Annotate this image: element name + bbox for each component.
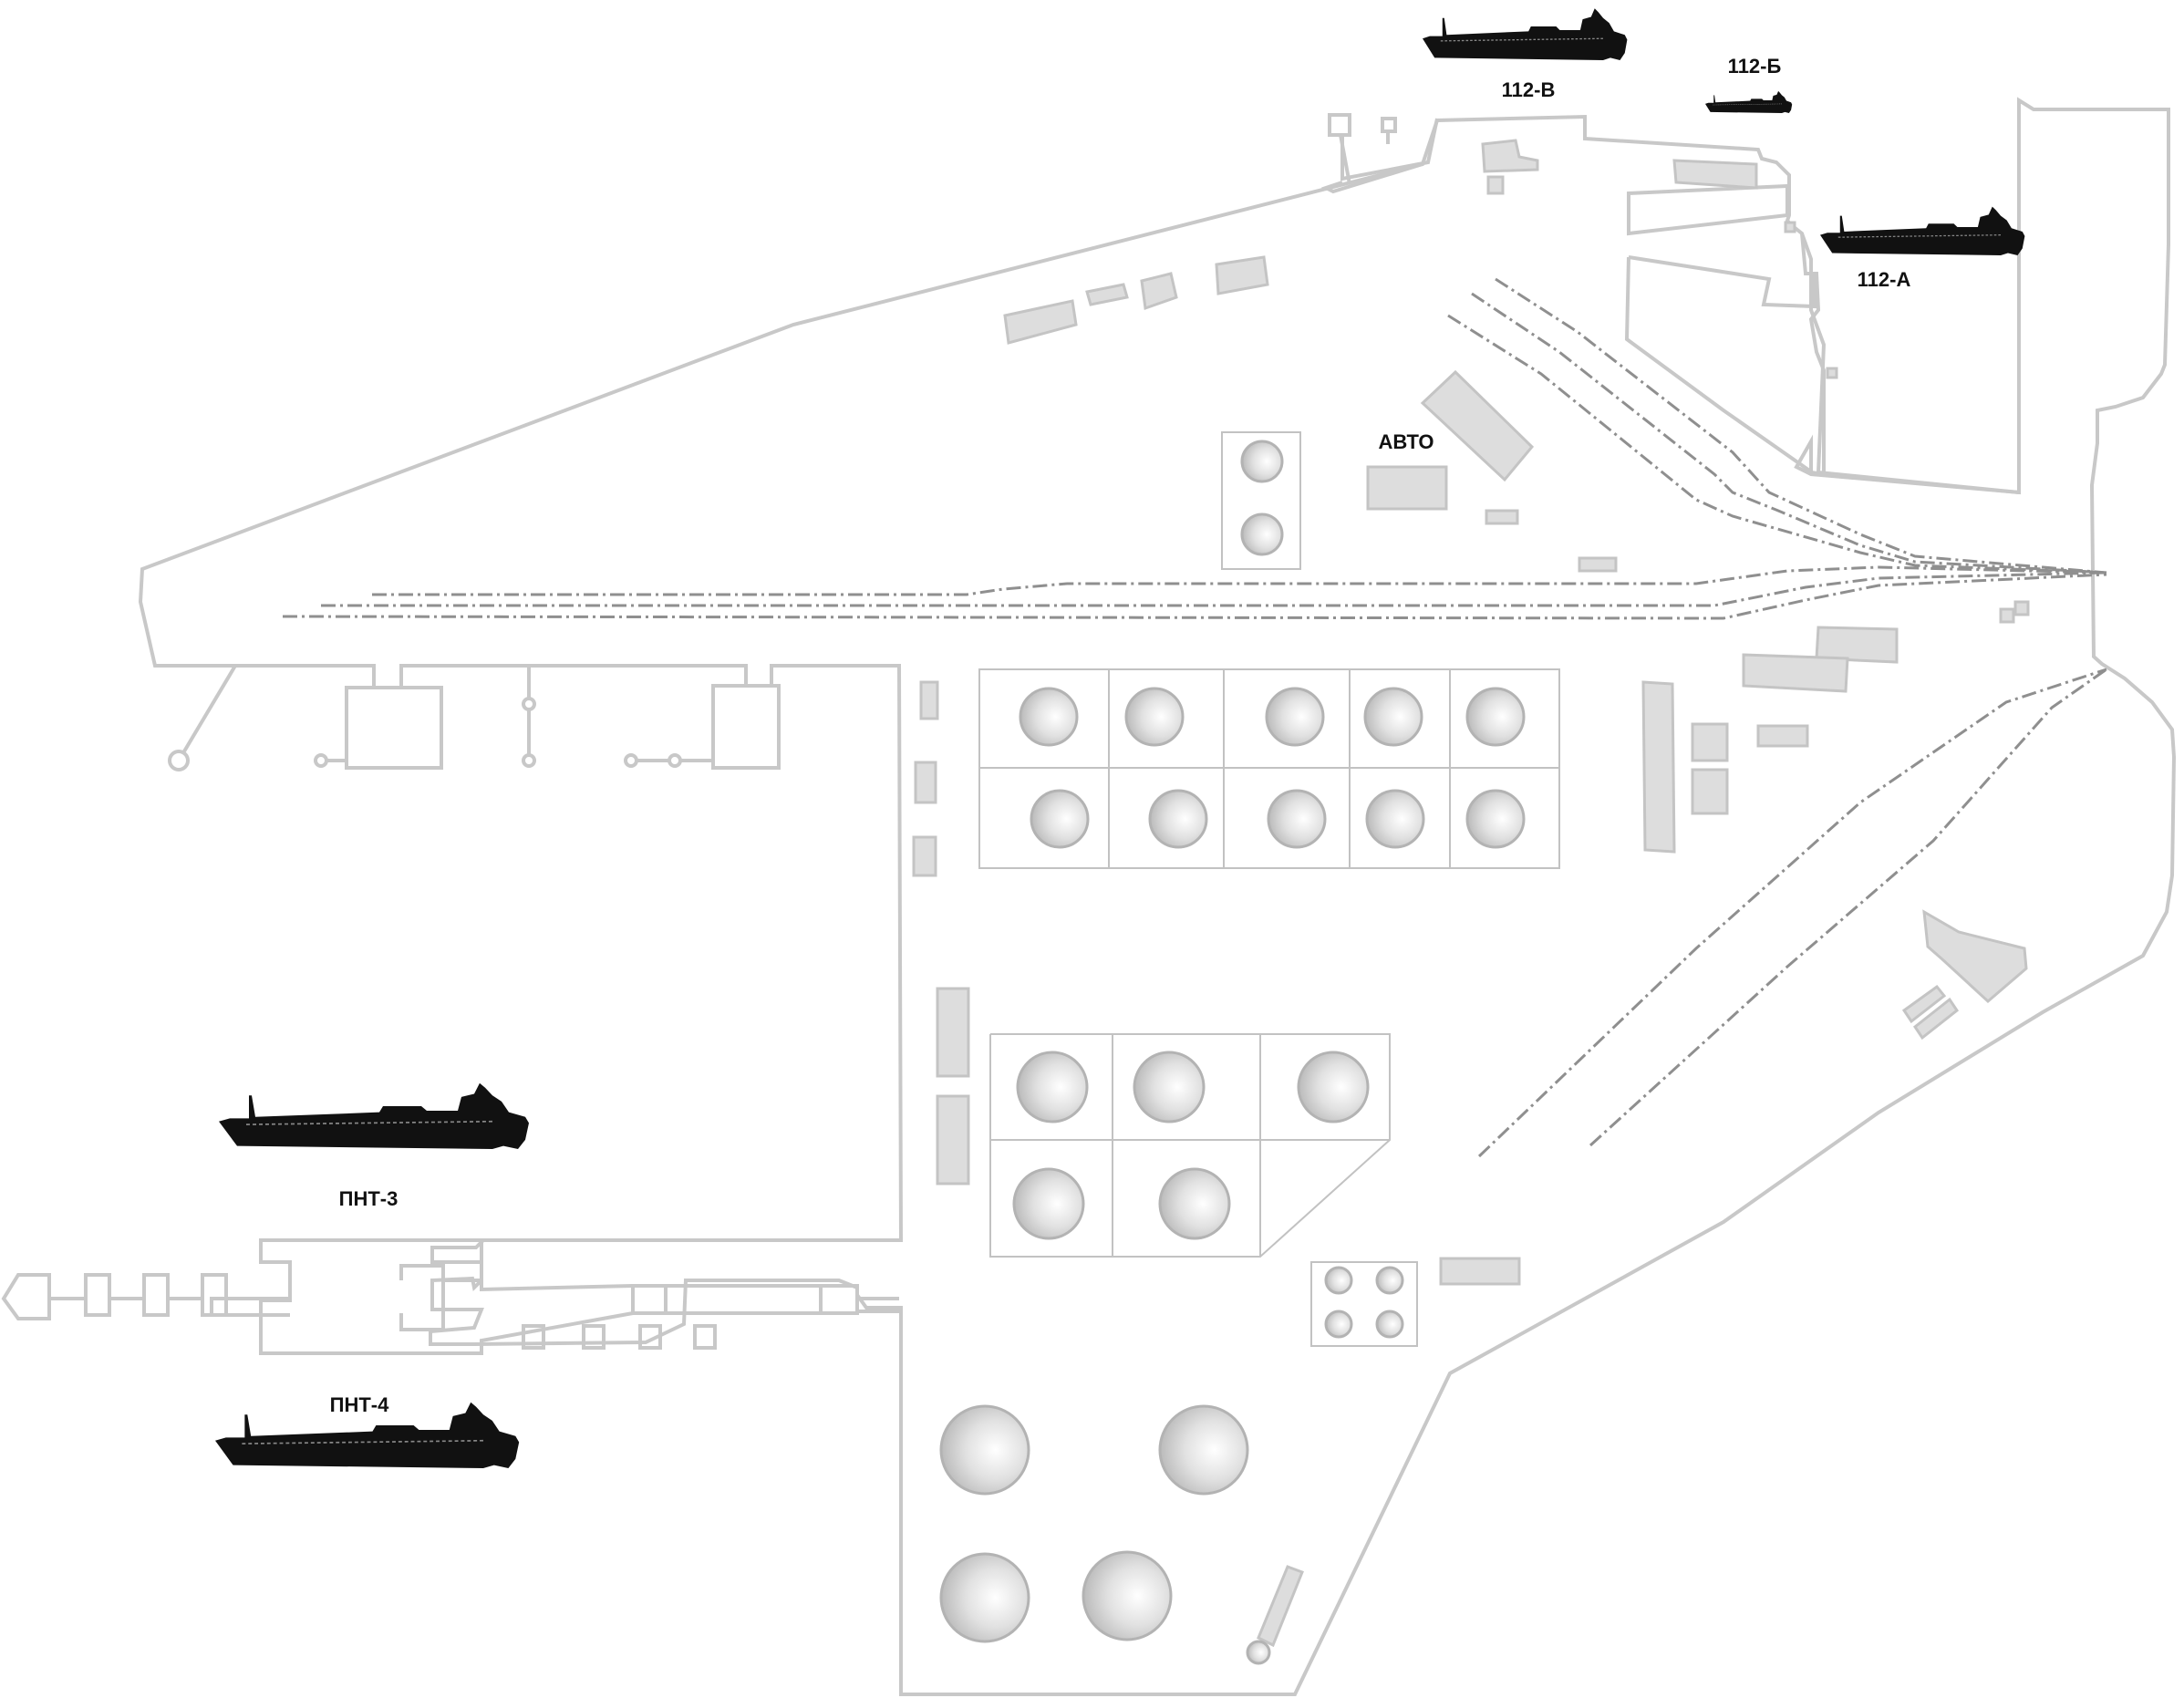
small-building xyxy=(1756,724,1809,748)
small-building xyxy=(1999,607,2015,624)
storage-tank-icon xyxy=(939,1552,1030,1643)
storage-tank-icon xyxy=(1465,687,1526,747)
service-building xyxy=(1815,626,1899,664)
berth-label-112v: 112-В xyxy=(1502,78,1556,101)
berth-label-112a: 112-А xyxy=(1858,268,1911,291)
tanker-ship-icon xyxy=(1704,90,1793,114)
storage-tank-icon xyxy=(1375,1310,1404,1339)
tanker-ship-icon xyxy=(218,1082,530,1150)
storage-tank-icon xyxy=(1133,1051,1206,1123)
storage-tank-icon xyxy=(1124,687,1185,747)
warehouse-building xyxy=(1003,299,1078,345)
service-building xyxy=(1439,1257,1521,1286)
tank-farm-large xyxy=(939,1404,1271,1665)
jetties xyxy=(168,664,781,771)
tanker-ship-icon xyxy=(1422,7,1629,61)
storage-tank-icon xyxy=(1267,789,1327,849)
tanker-ship-icon xyxy=(1819,206,2026,256)
small-building xyxy=(1257,1565,1304,1648)
storage-tank-icon xyxy=(1082,1550,1173,1641)
tank-farm-north xyxy=(1221,431,1301,570)
storage-tank-icon xyxy=(1324,1266,1353,1295)
berth-building xyxy=(1672,159,1758,190)
berth-label-pnt4: ПНТ-4 xyxy=(330,1393,389,1416)
pump-station-building xyxy=(936,1094,970,1185)
storage-tank-icon xyxy=(939,1404,1030,1496)
tank-farm-central xyxy=(978,668,1560,869)
small-building xyxy=(1485,509,1519,525)
storage-tank-icon xyxy=(1324,1310,1353,1339)
berth-label-pnt3: ПНТ-3 xyxy=(339,1187,399,1210)
warehouse-building xyxy=(1140,272,1178,311)
small-building xyxy=(1912,997,1960,1041)
storage-tank-icon xyxy=(1465,789,1526,849)
tank-farm-small xyxy=(1310,1261,1418,1347)
storage-tank-icon xyxy=(1246,1640,1271,1665)
storage-tank-icon xyxy=(1019,687,1079,747)
small-building xyxy=(1901,984,1947,1024)
storage-tank-icon xyxy=(1375,1266,1404,1295)
service-building xyxy=(1742,653,1849,693)
small-building xyxy=(1486,175,1505,195)
storage-tank-icon xyxy=(1158,1167,1231,1240)
railway-tracks xyxy=(282,277,2107,1158)
tank-farm-south xyxy=(989,1033,1391,1258)
small-building xyxy=(1691,722,1729,762)
small-building xyxy=(1085,283,1129,306)
storage-tank-icon xyxy=(1365,789,1425,849)
pump-station-building xyxy=(1641,680,1676,854)
small-building xyxy=(1784,221,1796,233)
boiler-house-building xyxy=(1922,909,2028,1004)
auto-loading-station xyxy=(1366,465,1448,511)
storage-tank-icon xyxy=(1297,1051,1370,1123)
pump-station-building xyxy=(936,987,970,1078)
small-building xyxy=(919,680,939,720)
storage-tank-icon xyxy=(1240,440,1284,483)
small-building xyxy=(1691,768,1729,815)
office-building xyxy=(1481,139,1539,173)
buildings xyxy=(912,139,2030,1648)
terminal-outline xyxy=(138,97,2177,1696)
south-pier xyxy=(1,1238,899,1355)
auto-depot-building xyxy=(1420,369,1535,482)
berth-label-112b: 112-Б xyxy=(1728,55,1782,78)
small-building xyxy=(914,761,937,804)
small-building xyxy=(1578,556,1618,573)
storage-tank-icon xyxy=(1030,789,1090,849)
small-building xyxy=(912,835,937,877)
warehouse-building xyxy=(1215,255,1269,295)
zone-label-auto: АВТО xyxy=(1379,430,1434,453)
storage-tank-icon xyxy=(1012,1167,1085,1240)
small-building xyxy=(2013,600,2030,616)
small-building xyxy=(1826,367,1838,379)
storage-tank-icon xyxy=(1240,513,1284,556)
storage-tank-icon xyxy=(1016,1051,1089,1123)
storage-tank-icon xyxy=(1158,1404,1249,1496)
storage-tank-icon xyxy=(1265,687,1325,747)
storage-tank-icon xyxy=(1363,687,1423,747)
storage-tank-icon xyxy=(1148,789,1208,849)
